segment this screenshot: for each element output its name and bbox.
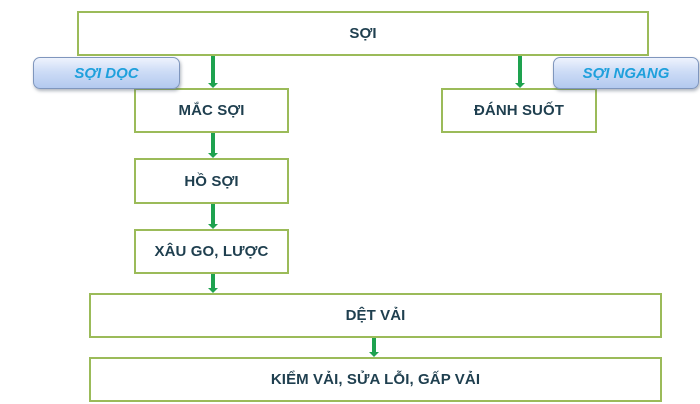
branch-label-soi-doc: SỢI DỌC xyxy=(33,57,180,89)
node-mac-soi: MẮC SỢI xyxy=(134,88,289,133)
arrow-mac-soi-to-ho-soi xyxy=(208,133,218,158)
node-kiem-vai-label: KIỂM VẢI, SỬA LỖI, GẤP VẢI xyxy=(270,371,481,388)
node-det-vai: DỆT VẢI xyxy=(89,293,662,338)
node-mac-soi-label: MẮC SỢI xyxy=(178,102,245,119)
branch-label-soi-doc-text: SỢI DỌC xyxy=(74,64,139,82)
node-ho-soi-label: HỒ SỢI xyxy=(184,172,239,190)
node-soi: SỢI xyxy=(77,11,649,56)
node-kiem-vai: KIỂM VẢI, SỬA LỖI, GẤP VẢI xyxy=(89,357,662,402)
node-soi-label: SỢI xyxy=(349,25,377,42)
node-danh-suot: ĐÁNH SUỐT xyxy=(441,88,597,133)
node-xau-go-luoc: XÂU GO, LƯỢC xyxy=(134,229,289,274)
arrow-ho-soi-to-xau-go xyxy=(208,204,218,229)
arrow-soi-to-danh-suot xyxy=(515,56,525,88)
node-xau-go-luoc-label: XÂU GO, LƯỢC xyxy=(154,243,269,260)
branch-label-soi-ngang-text: SỢI NGANG xyxy=(582,64,670,82)
node-det-vai-label: DỆT VẢI xyxy=(345,307,406,324)
node-danh-suot-label: ĐÁNH SUỐT xyxy=(473,102,565,119)
arrow-det-vai-to-kiem-vai xyxy=(369,338,379,357)
node-ho-soi: HỒ SỢI xyxy=(134,158,289,204)
branch-label-soi-ngang: SỢI NGANG xyxy=(553,57,699,89)
arrow-xau-go-to-det-vai xyxy=(208,274,218,293)
arrow-soi-to-mac-soi xyxy=(208,56,218,88)
